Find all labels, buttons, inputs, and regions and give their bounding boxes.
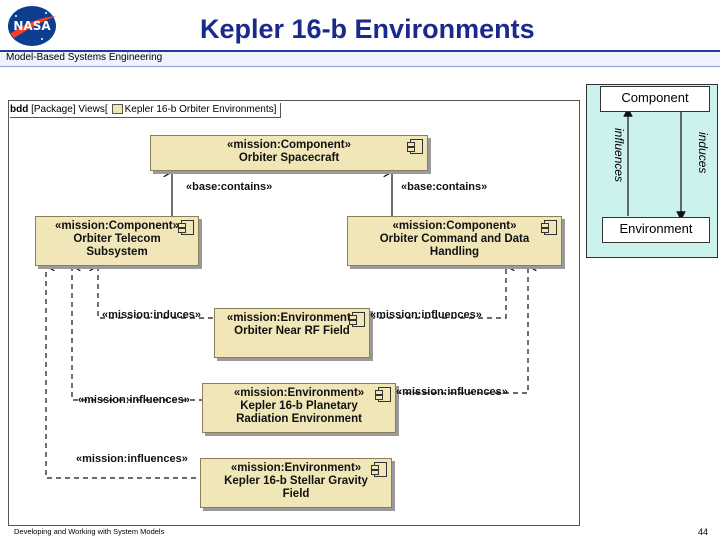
package-icon [111, 104, 123, 115]
block-orbiter-telecom[interactable]: «mission:Component» Orbiter Telecom Subs… [35, 216, 199, 266]
block-orbiter-rf-field[interactable]: «mission:Environment» Orbiter Near RF Fi… [214, 308, 370, 358]
induces-line-rf [98, 266, 214, 319]
component-icon [178, 220, 194, 235]
component-icon [371, 462, 387, 477]
frame-kind: bdd [10, 104, 29, 115]
footer-text: Developing and Working with System Model… [14, 527, 165, 536]
block-stereotype: «mission:Component» [55, 220, 179, 232]
block-stereotype: «mission:Environment» [226, 312, 358, 324]
relation-label-induces: «mission:induces» [102, 309, 202, 321]
component-icon [375, 387, 391, 402]
component-icon [349, 312, 365, 327]
block-stereotype: «mission:Environment» [230, 462, 362, 474]
block-stereotype: «mission:Component» [392, 220, 517, 232]
block-stereotype: «mission:Component» [227, 139, 351, 151]
block-name-line1: Kepler 16-b Stellar Gravity [224, 475, 368, 487]
component-icon [541, 220, 557, 235]
block-orbiter-cdh[interactable]: «mission:Component» Orbiter Command and … [347, 216, 562, 266]
page-subtitle: Model-Based Systems Engineering [6, 52, 163, 63]
relation-label-influences-rad-right: «mission:influences» [396, 386, 508, 398]
block-stellar-gravity[interactable]: «mission:Environment» Kepler 16-b Stella… [200, 458, 392, 508]
relation-label-influences-grav: «mission:influences» [76, 453, 188, 465]
legend-environment-box: Environment [602, 217, 710, 243]
page-number: 44 [698, 527, 709, 537]
relation-label-contains-left: «base:contains» [186, 181, 273, 193]
block-planetary-radiation[interactable]: «mission:Environment» Kepler 16-b Planet… [202, 383, 396, 433]
influences-line-grav [46, 266, 214, 479]
frame-name: Kepler 16-b Orbiter Environments] [124, 104, 277, 115]
influences-line-rad-right [396, 266, 528, 394]
block-orbiter-spacecraft[interactable]: «mission:Component» Orbiter Spacecraft [150, 135, 428, 171]
relation-label-influences-rf: «mission:influences» [370, 309, 482, 321]
block-name-line2: Radiation Environment [236, 413, 362, 425]
block-name-line2: Field [282, 488, 310, 500]
nasa-logo: NASA [8, 6, 56, 46]
influences-line-rf [370, 266, 506, 319]
block-name: Orbiter Spacecraft [238, 152, 340, 164]
frame-path: [Package] Views[ [31, 104, 108, 115]
component-icon [407, 139, 423, 154]
nasa-logo-text: NASA [13, 19, 51, 33]
diagram-frame-tab: bdd [Package] Views[ Kepler 16-b Orbiter … [10, 103, 282, 118]
relation-label-influences-rad-left: «mission:influences» [78, 394, 190, 406]
legend-component-box: Component [600, 86, 710, 112]
legend-influences-label: influences [612, 128, 626, 183]
relation-label-contains-right: «base:contains» [401, 181, 488, 193]
block-name: Orbiter Near RF Field [234, 325, 350, 337]
legend-induces-label: induces [696, 132, 710, 174]
block-name-line2: Subsystem [86, 246, 148, 258]
subtitle-bar [0, 50, 720, 67]
block-name-line1: Kepler 16-b Planetary [240, 400, 358, 412]
block-name-line1: Orbiter Telecom [73, 233, 161, 245]
block-name-line1: Orbiter Command and Data [379, 233, 530, 245]
block-stereotype: «mission:Environment» [233, 387, 365, 399]
page-title: Kepler 16-b Environments [200, 14, 535, 44]
block-name-line2: Handling [429, 246, 480, 258]
